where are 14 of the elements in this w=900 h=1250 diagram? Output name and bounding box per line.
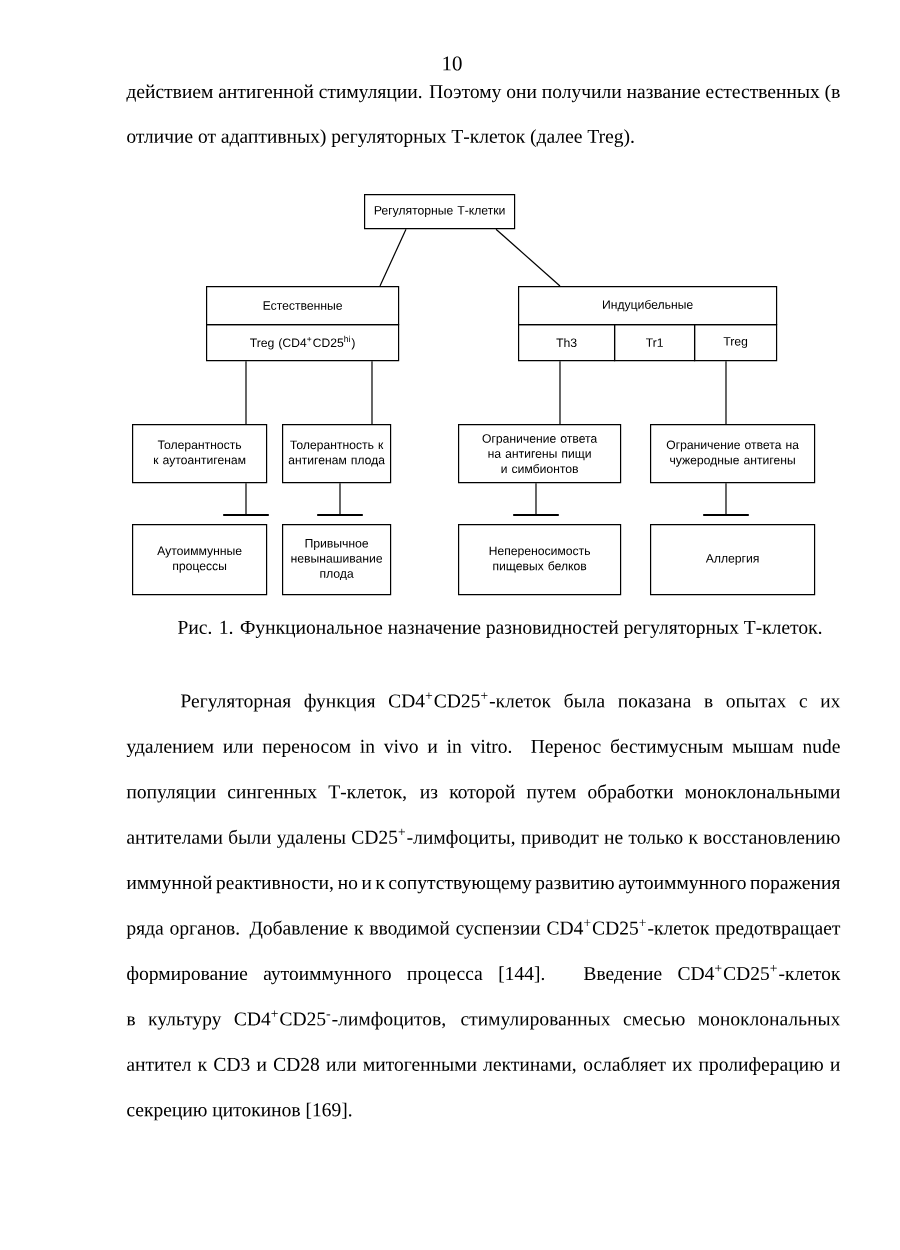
connector: [317, 482, 363, 516]
connector: [245, 360, 247, 425]
connector: [513, 482, 559, 516]
connector: [703, 482, 749, 516]
connector: [371, 360, 373, 425]
connector: [223, 482, 269, 516]
connector: [559, 360, 561, 425]
paragraph: Регуляторная функция CD4$^{+}$CD25$^{+}$-клеток была показана в опытах с их удалением или переносом in vivo и in vitro. Перенос бестимусным мышам nude популяции сингенных Т-клеток, из которой путем обработки моноклональными антителами были удалены CD25$^{+}$-лимфоциты, приводит не только к восстановлению иммунной реактивности, но и к сопутствующему развитию аутоиммунного поражения ряда органов. Добавление к вводимой суспензии CD4$^{+}$CD25$^{+}$-клеток предотвращает формирование аутоиммунного процесса [144]. Введение CD4$^{+}$CD25$^{+}$-клеток в культуру CD4$^{+}$CD25$^{-}$-лимфоцитов, стимулированных смесью моноклональных антител к CD3 и CD28 или митогенными лектинами, ослабляет их пролиферацию и секрецию цитокинов [169].: [126, 692, 841, 1121]
page-number: 10: [443, 56, 462, 71]
connector: [379, 228, 407, 287]
paragraph: действием антигенной стимуляции. Поэтому они получили название естественных (в отличие от адаптивных) регуляторных Т-клеток (далее Treg).: [126, 84, 840, 147]
caption: Рис. 1. Функциональное назначение разновидностей регуляторных Т-клеток.: [178, 620, 822, 638]
connector: [725, 360, 727, 425]
connector: [495, 228, 561, 287]
